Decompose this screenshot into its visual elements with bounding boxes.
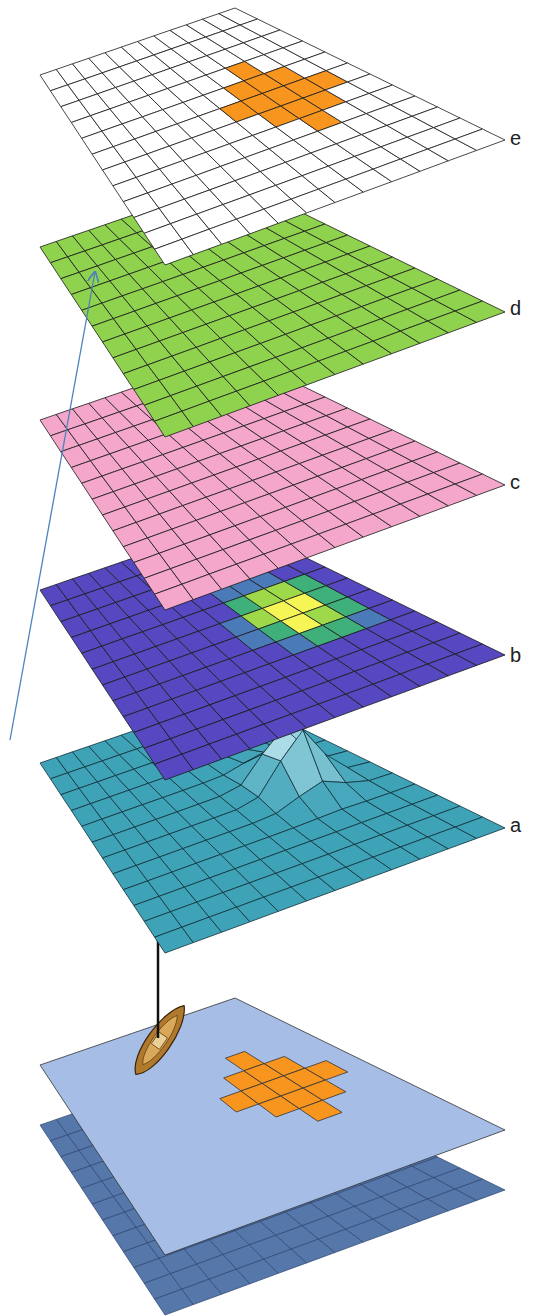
layer-letter: d (510, 298, 521, 318)
layer-letter: e (510, 128, 521, 148)
grid-cell (455, 129, 505, 150)
grid-cell (455, 474, 505, 495)
water-plane (40, 998, 505, 1255)
density-layer (40, 523, 505, 780)
terrain-layer (40, 696, 505, 953)
pink-layer (40, 353, 505, 610)
grid-cell (455, 1179, 505, 1200)
water-surface (40, 998, 505, 1255)
ship-symbol (126, 999, 194, 1082)
grid-cell (455, 817, 505, 838)
pointer-arrow (10, 272, 95, 740)
green-layer (40, 180, 505, 437)
target-cell (299, 1100, 342, 1121)
white-layer (40, 8, 505, 265)
target-cell (305, 1061, 348, 1080)
layer-letter: b (510, 645, 521, 665)
grid-cell (303, 730, 346, 783)
layer-letter: a (510, 815, 521, 835)
grid-cell (455, 301, 505, 322)
grid-cell (455, 644, 505, 665)
target-cell (303, 1080, 346, 1100)
layer-letter: c (510, 472, 520, 492)
